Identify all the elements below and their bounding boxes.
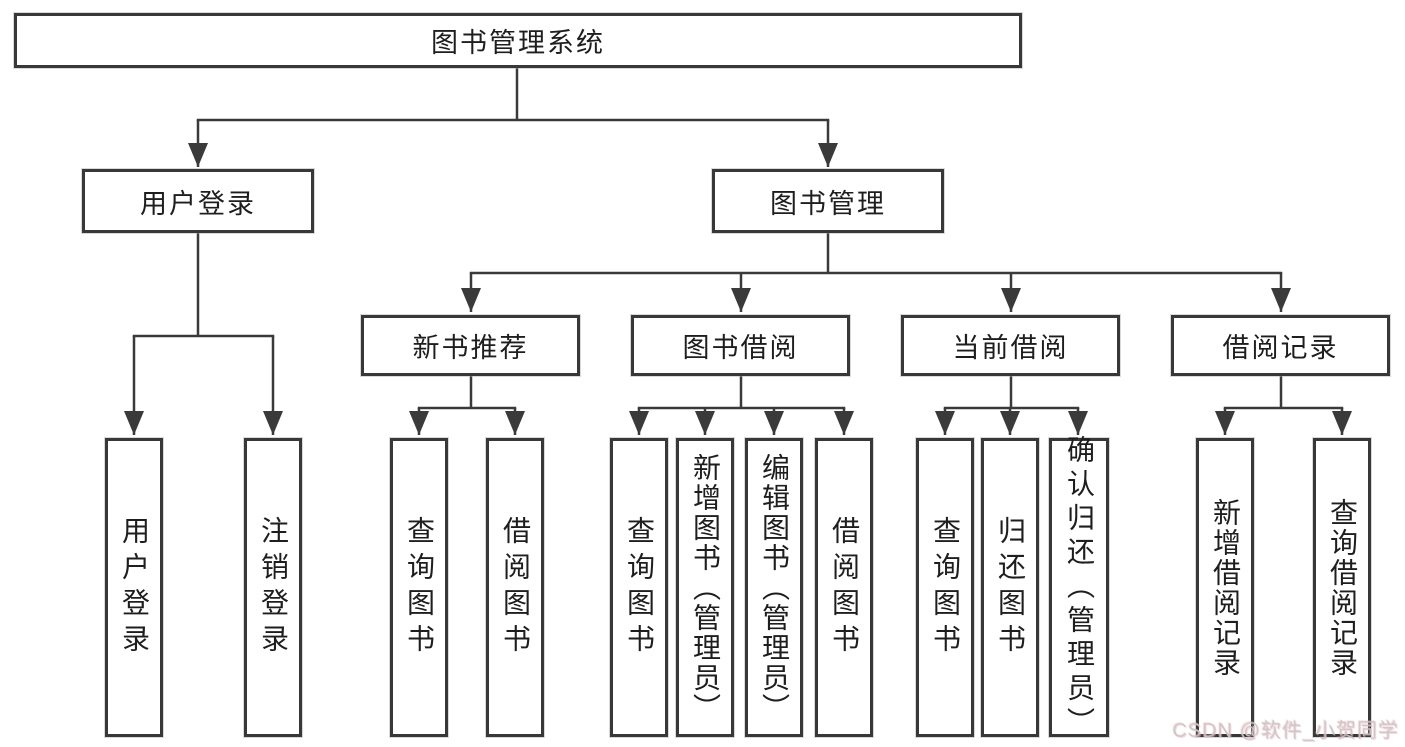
node-current-borrow-label: 当前借阅 [952, 333, 1069, 363]
leaf-query-books-current-label: 查询图书 [930, 515, 961, 660]
leaf-query-books-recommend-label: 查询图书 [404, 515, 435, 660]
leaf-return-book-label: 归还图书 [995, 515, 1026, 660]
node-borrow-records-label: 借阅记录 [1222, 333, 1339, 363]
connector-book-borrow-to-leaves [629, 376, 854, 435]
leaf-return-book: 归还图书 [981, 438, 1039, 737]
node-borrow-records: 借阅记录 [1171, 315, 1390, 376]
leaf-edit-book-admin: 编辑图书（管理员） [745, 438, 803, 737]
leaf-query-books-current: 查询图书 [916, 438, 974, 737]
leaf-user-login: 用户登录 [105, 438, 163, 737]
node-user-login-label: 用户登录 [140, 188, 256, 219]
leaf-borrow-books-recommend-label: 借阅图书 [500, 515, 531, 660]
leaf-borrow-books-recommend: 借阅图书 [486, 438, 544, 737]
leaf-add-borrow-record-label: 新增借阅记录 [1210, 497, 1241, 678]
leaf-query-books-recommend: 查询图书 [390, 438, 448, 737]
connector-new-book-recommend-to-leaves [409, 376, 525, 435]
csdn-watermark: CSDN @软件_小贺同学 [1172, 720, 1399, 742]
leaf-add-borrow-record: 新增借阅记录 [1196, 438, 1254, 737]
leaf-edit-book-admin-label: 编辑图书（管理员） [759, 452, 790, 723]
connector-borrow-records-to-leaves [1215, 376, 1352, 435]
leaf-borrow-books: 借阅图书 [815, 438, 873, 737]
connector-root-to-level2 [188, 68, 838, 167]
node-new-book-recommend: 新书推荐 [361, 315, 580, 376]
leaf-logout-label: 注销登录 [258, 515, 289, 660]
leaf-query-borrow-record-label: 查询借阅记录 [1327, 497, 1358, 678]
connector-user-login-to-leaves [124, 233, 283, 435]
node-current-borrow: 当前借阅 [901, 315, 1120, 376]
leaf-query-borrow-record: 查询借阅记录 [1313, 438, 1371, 737]
leaf-confirm-return-admin-label: 确认归还（管理员） [1064, 434, 1095, 741]
node-new-book-recommend-label: 新书推荐 [412, 333, 529, 363]
node-user-login: 用户登录 [82, 169, 314, 233]
leaf-add-book-admin: 新增图书（管理员） [676, 438, 734, 737]
leaf-logout: 注销登录 [244, 438, 302, 737]
leaf-borrow-books-label: 借阅图书 [829, 515, 860, 660]
leaf-query-books-borrow: 查询图书 [610, 438, 668, 737]
connector-current-borrow-to-leaves [935, 376, 1088, 435]
leaf-query-books-borrow-label: 查询图书 [624, 515, 655, 660]
leaf-add-book-admin-label: 新增图书（管理员） [690, 452, 721, 723]
node-library-system: 图书管理系统 [14, 13, 1022, 68]
node-book-management-label: 图书管理 [770, 188, 886, 219]
node-book-management: 图书管理 [712, 169, 944, 233]
connector-book-management-to-level3 [461, 233, 1291, 312]
node-library-system-label: 图书管理系统 [431, 28, 605, 58]
leaf-user-login-label: 用户登录 [119, 515, 150, 660]
node-book-borrow: 图书借阅 [631, 315, 850, 376]
node-book-borrow-label: 图书借阅 [682, 333, 799, 363]
leaf-confirm-return-admin: 确认归还（管理员） [1049, 435, 1109, 741]
